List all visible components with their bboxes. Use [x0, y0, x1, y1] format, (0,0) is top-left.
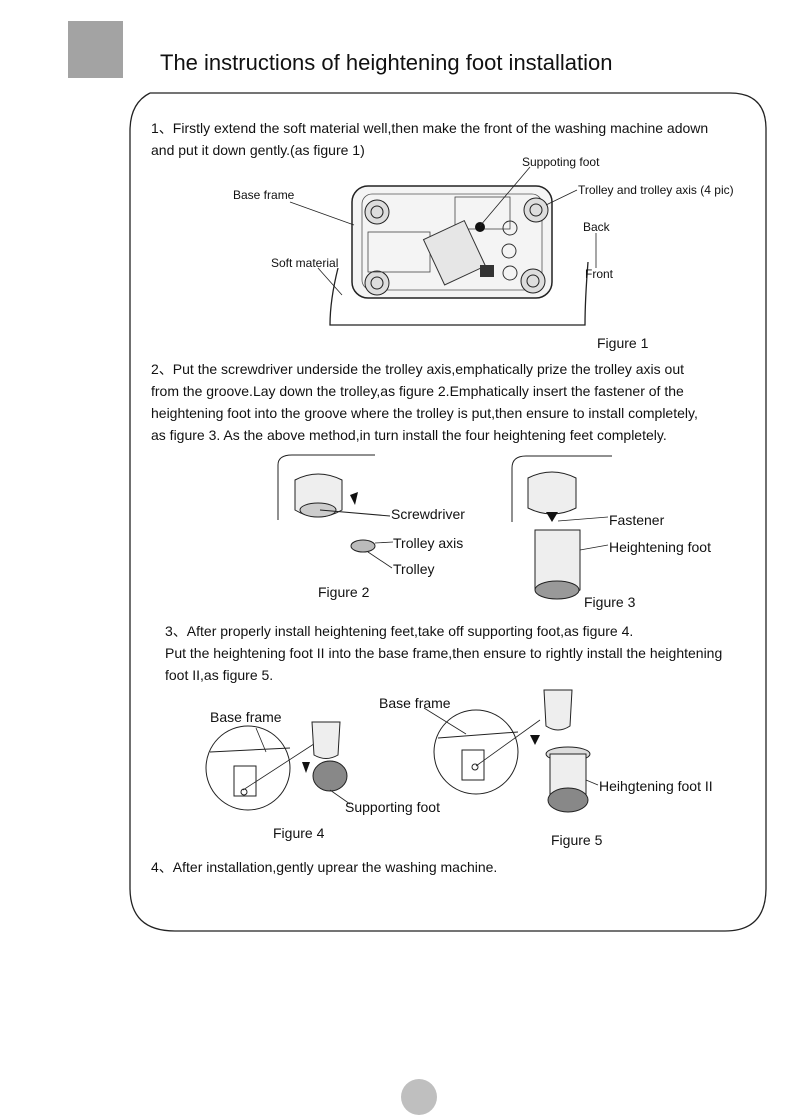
step2-text-line1: 2、Put the screwdriver underside the trol… [151, 361, 685, 377]
figure5-caption: Figure 5 [551, 832, 603, 848]
step3-text-line1: 3、After properly install heightening fee… [165, 623, 634, 639]
step3-text-line2: Put the heightening foot II into the bas… [165, 645, 723, 661]
instruction-panel-border [129, 92, 767, 932]
header-tab-block [68, 21, 123, 78]
figure3-caption: Figure 3 [584, 594, 636, 610]
fig1-label-base-frame: Base frame [233, 188, 295, 202]
figure1-caption: Figure 1 [597, 335, 649, 351]
fig3-label-heightening-foot: Heightening foot [609, 539, 711, 555]
step3-text-line3: foot II,as figure 5. [165, 667, 274, 683]
fig1-label-soft-material: Soft material [271, 256, 339, 270]
step2-text-line2: from the groove.Lay down the trolley,as … [151, 383, 684, 399]
step4-text-line1: 4、After installation,gently uprear the w… [151, 859, 498, 875]
fig4-label-base-frame: Base frame [210, 709, 282, 725]
step2-text-line3: heightening foot into the groove where t… [151, 405, 698, 421]
fig3-label-fastener: Fastener [609, 512, 665, 528]
step1-text-line1: 1、Firstly extend the soft material well,… [151, 120, 709, 136]
fig2-label-screwdriver: Screwdriver [391, 506, 465, 522]
fig1-label-front: Front [585, 267, 614, 281]
fig2-label-trolley: Trolley [393, 561, 435, 577]
fig4-label-supporting-foot: Supporting foot [345, 799, 440, 815]
page-title: The instructions of heightening foot ins… [160, 50, 613, 75]
fig1-label-supporting-foot: Suppoting foot [522, 155, 600, 169]
fig5-label-foot2: Heihgtening foot II [599, 778, 713, 794]
figure4-caption: Figure 4 [273, 825, 325, 841]
fig5-label-base-frame: Base frame [379, 695, 451, 711]
page-number-dot [401, 1079, 437, 1115]
fig2-label-trolley-axis: Trolley axis [393, 535, 464, 551]
figure2-caption: Figure 2 [318, 584, 370, 600]
step2-text-line4: as figure 3. As the above method,in turn… [151, 427, 667, 443]
fig1-label-trolley: Trolley and trolley axis (4 pic) [578, 183, 734, 197]
fig1-label-back: Back [583, 220, 610, 234]
step1-text-line2: and put it down gently.(as figure 1) [151, 142, 365, 158]
